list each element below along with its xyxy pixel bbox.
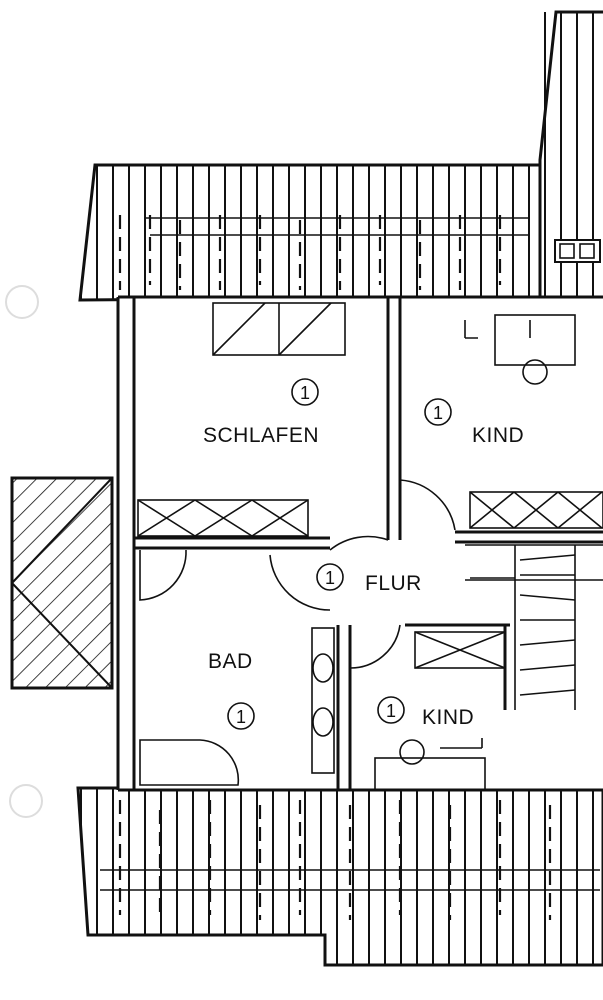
bathtub [139,739,240,786]
wardrobe-kind-top [469,491,603,529]
room-schlafen: 1 SCHLAFEN [203,378,319,447]
room-label-schlafen: SCHLAFEN [203,424,319,447]
doors [139,479,456,669]
room-label-bad: BAD [208,650,253,673]
room-marker: 1 [386,701,396,721]
room-marker: 1 [300,383,310,403]
punch-holes [5,285,43,818]
room-kind-top: 1 KIND [424,398,524,447]
room-marker: 1 [433,403,443,423]
roof-bottom [76,786,603,967]
wardrobe-schlafen [137,499,309,537]
walls [116,295,603,792]
staircase [465,544,603,710]
room-label-flur: FLUR [365,572,422,595]
wardrobe-kind-bottom [414,631,506,669]
desk-kind-top [464,314,576,385]
bed [212,302,346,356]
room-flur: 1 FLUR [316,563,422,595]
room-label-kind-bottom: KIND [422,706,474,729]
desk-kind-bottom [374,738,486,791]
room-kind-bottom: 1 KIND [377,696,474,729]
roof-top [78,163,542,302]
room-marker: 1 [325,568,335,588]
room-label-kind-top: KIND [472,424,524,447]
room-bad: BAD 1 [208,650,255,730]
washbasins [311,627,335,774]
room-marker: 1 [236,707,246,727]
roof-top-right [538,10,603,297]
balcony-left [10,476,114,690]
